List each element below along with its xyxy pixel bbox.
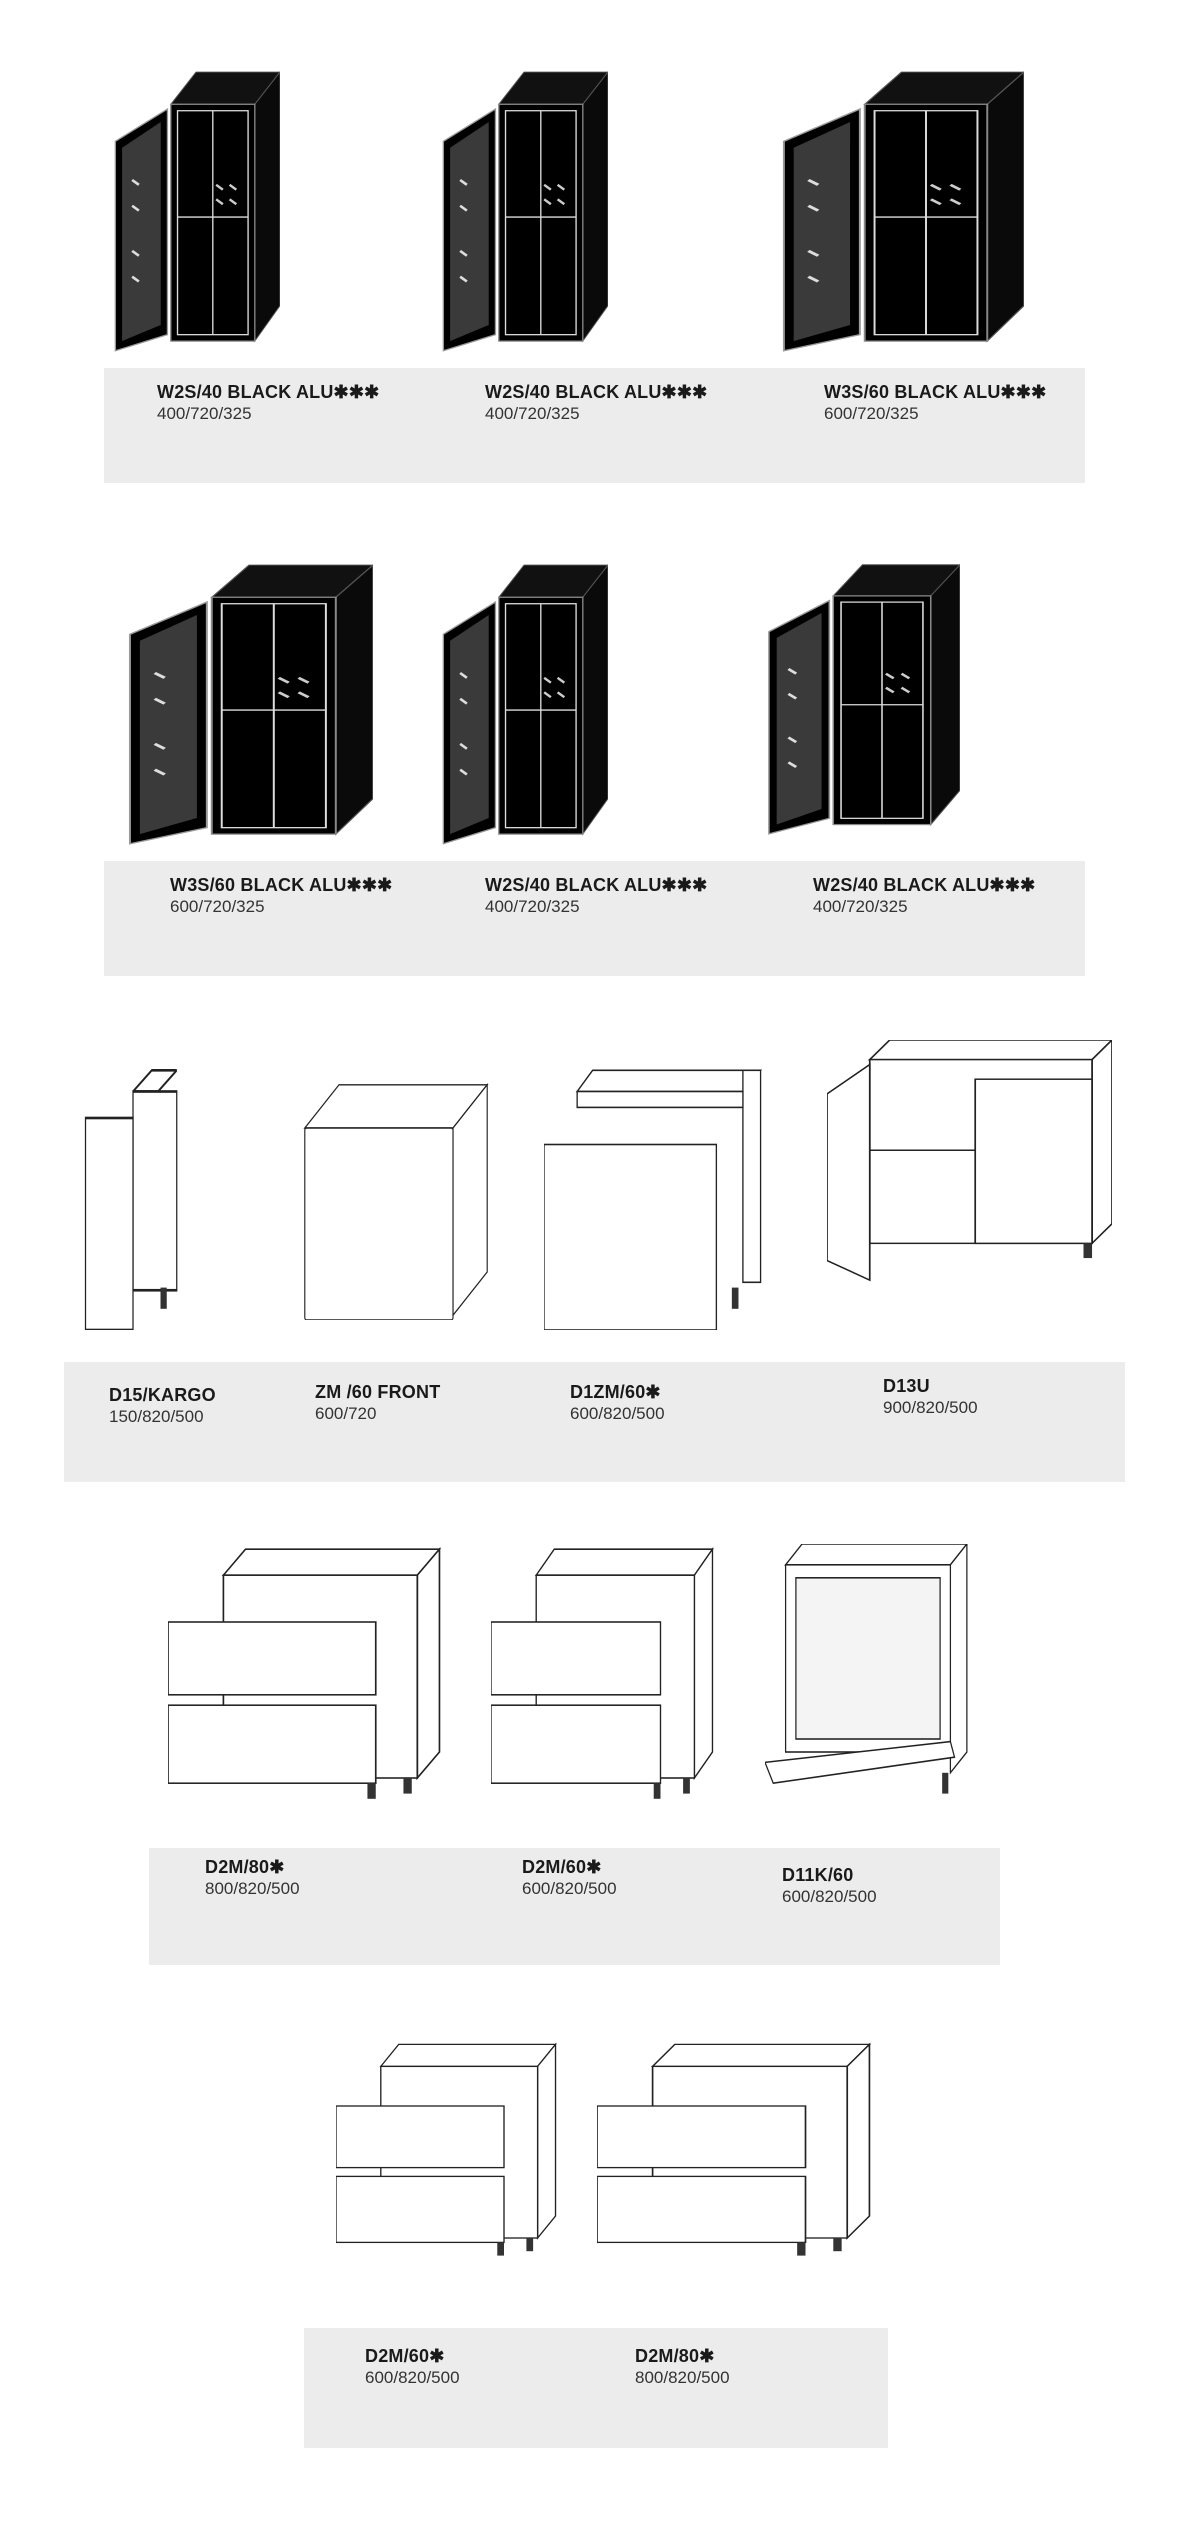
product-dimensions: 600/820/500 [570,1403,665,1423]
product-card[interactable]: D2M/60✱600/820/500 [522,1857,617,1899]
product-card[interactable]: W2S/40 BLACK ALU✱✱✱400/720/325 [157,382,379,424]
wall-cabinet-glass-door-icon [112,64,280,354]
product-code: D11K/60 [782,1865,854,1885]
label-panel [149,1848,1000,1965]
corner-cabinet-icon [827,1040,1112,1285]
product-code: D1ZM/60✱ [570,1382,661,1402]
product-code: W2S/40 BLACK ALU✱✱✱ [813,875,1036,895]
wall-cabinet-glass-door-icon [440,557,608,847]
label-panel [104,861,1085,976]
drawer-cabinet-icon [336,2040,560,2260]
product-card[interactable]: W3S/60 BLACK ALU✱✱✱600/720/325 [170,875,392,917]
product-code: D2M/80✱ [205,1857,285,1877]
front-panel-icon [301,1080,491,1320]
product-dimensions: 400/720/325 [485,403,580,423]
product-dimensions: 600/720/325 [170,896,265,916]
dishwasher-cabinet-icon [544,1065,765,1330]
product-code: D2M/60✱ [365,2346,445,2366]
product-dimensions: 150/820/500 [109,1406,204,1426]
product-code: W3S/60 BLACK ALU✱✱✱ [824,382,1047,402]
product-code: D2M/80✱ [635,2346,715,2366]
product-card[interactable]: D2M/60✱600/820/500 [365,2346,460,2388]
product-code: D15/KARGO [109,1385,216,1405]
pullout-cabinet-icon [83,1065,208,1330]
product-code: D2M/60✱ [522,1857,602,1877]
product-card[interactable]: D2M/80✱800/820/500 [635,2346,730,2388]
product-card[interactable]: D1ZM/60✱600/820/500 [570,1382,665,1424]
label-panel [104,368,1085,483]
product-dimensions: 800/820/500 [205,1878,300,1898]
product-dimensions: 400/720/325 [813,896,908,916]
product-dimensions: 600/820/500 [522,1878,617,1898]
product-dimensions: 900/820/500 [883,1397,978,1417]
label-panel [304,2328,888,2448]
product-code: W2S/40 BLACK ALU✱✱✱ [485,875,708,895]
wall-cabinet-glass-door-icon [765,557,960,837]
product-dimensions: 600/820/500 [782,1886,877,1906]
wall-cabinet-glass-door-icon [125,557,373,847]
wall-cabinet-glass-door-icon [779,64,1024,354]
product-code: W2S/40 BLACK ALU✱✱✱ [157,382,380,402]
product-card[interactable]: W3S/60 BLACK ALU✱✱✱600/720/325 [824,382,1046,424]
wall-cabinet-glass-door-icon [440,64,608,354]
product-dimensions: 600/820/500 [365,2367,460,2387]
product-dimensions: 400/720/325 [157,403,252,423]
drawer-cabinet-icon [168,1544,445,1804]
product-code: W3S/60 BLACK ALU✱✱✱ [170,875,393,895]
label-panel [64,1362,1125,1482]
product-code: D13U [883,1376,930,1396]
product-dimensions: 800/820/500 [635,2367,730,2387]
product-card[interactable]: W2S/40 BLACK ALU✱✱✱400/720/325 [485,875,707,917]
product-dimensions: 600/720/325 [824,403,919,423]
drawer-cabinet-icon [597,2040,875,2260]
product-code: ZM /60 FRONT [315,1382,441,1402]
oven-cabinet-icon [765,1544,971,1804]
product-card[interactable]: D2M/80✱800/820/500 [205,1857,300,1899]
product-card[interactable]: W2S/40 BLACK ALU✱✱✱400/720/325 [485,382,707,424]
product-code: W2S/40 BLACK ALU✱✱✱ [485,382,708,402]
drawer-cabinet-icon [491,1544,717,1804]
product-card[interactable]: W2S/40 BLACK ALU✱✱✱400/720/325 [813,875,1035,917]
product-dimensions: 600/720 [315,1403,377,1423]
product-dimensions: 400/720/325 [485,896,580,916]
